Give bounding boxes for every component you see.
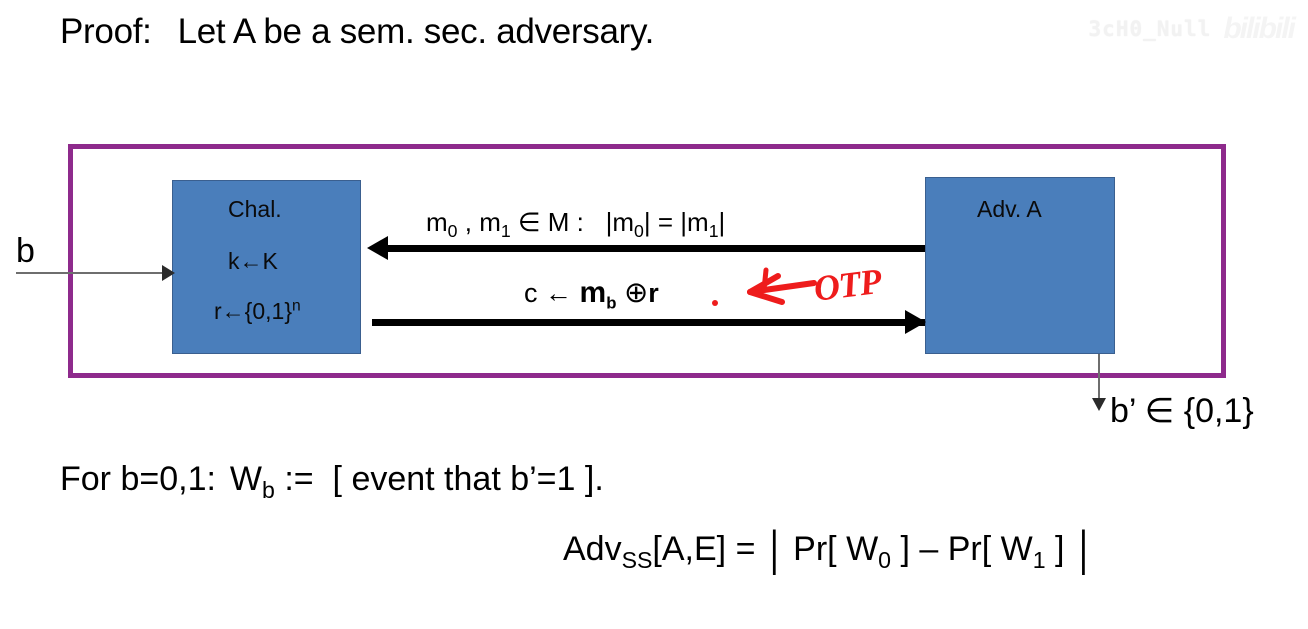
annotation-otp-text: OTP (811, 260, 883, 309)
watermark-username: 3cH0_Null (1088, 17, 1212, 41)
msg-m4: m (687, 207, 709, 237)
pr-w0-sub: 0 (878, 546, 892, 573)
event-w-symbol: W (229, 460, 263, 498)
msg-equals: = (657, 207, 674, 237)
title-prefix: Proof: (60, 12, 152, 51)
ciphertext-m: m (579, 276, 607, 309)
challenger-key-gen: k←K (228, 248, 278, 274)
pr-w0-close: ] (891, 530, 910, 568)
message-query-arrow (378, 245, 925, 252)
event-w-subscript: b (262, 476, 275, 503)
challenger-rand-gen: r←{0,1}n (214, 298, 301, 324)
abs-bar-open: | (769, 521, 779, 577)
message-response-arrow (372, 319, 925, 326)
pr-w1-open: Pr[ W (947, 530, 1033, 568)
minus-sign: – (919, 530, 939, 568)
experiment-frame (68, 144, 1226, 378)
message-response-arrowhead-icon (905, 310, 926, 334)
event-body: [ event that b’=1 ]. (332, 460, 604, 498)
msg-m3: m (612, 207, 635, 237)
ciphertext-m-sub-b: b (606, 293, 617, 313)
msg-m: m (426, 207, 448, 237)
pr-w1-close: ] (1045, 530, 1065, 568)
ciphertext-prefix: c ← (524, 278, 580, 308)
msg-m-sub1: 1 (500, 221, 511, 242)
msg-m-sub0b: 0 (634, 221, 644, 242)
challenger-title: Chal. (228, 196, 282, 222)
bilibili-logo-icon: bilibili (1223, 12, 1296, 45)
annotation-ink-dot (712, 300, 718, 306)
title-text: Let A be a sem. sec. adversary. (177, 12, 655, 51)
msg-comma: , (457, 207, 480, 237)
event-assign: := (284, 460, 314, 498)
message-query-label: m0 , m1 ∈ M : |m0| = |m1| (426, 207, 726, 242)
msg-m-sub1b: 1 (708, 221, 719, 242)
abs-bar-close: | (1078, 521, 1088, 577)
xor-icon: ⊕ (623, 277, 649, 309)
adversary-box (925, 177, 1115, 354)
output-bit-arrowhead-icon (1092, 398, 1106, 411)
message-response-label: c ← mb ⊕r (524, 276, 659, 312)
watermark: 3cH0_Null bilibili (1088, 12, 1296, 46)
adv-symbol: Adv (563, 530, 622, 568)
event-definition-line: For b=0,1: Wb := [ event that b’=1 ]. (60, 458, 604, 503)
ciphertext-r: r (648, 278, 659, 308)
advantage-formula: AdvSS[A,E] = | Pr[ W0 ] – Pr[ W1 ] | (563, 521, 1093, 576)
challenger-rand-gen-prefix: r←{0,1} (214, 298, 292, 324)
msg-in-m: ∈ M : (510, 207, 584, 237)
output-bit-arrow (1098, 354, 1100, 404)
adversary-title: Adv. A (977, 196, 1042, 222)
input-bit-label: b (16, 232, 35, 270)
input-bit-arrowhead-icon (162, 265, 175, 281)
pr-w0-open: Pr[ W (793, 530, 879, 568)
page-title: Proof: Let A be a sem. sec. adversary. (60, 10, 654, 54)
msg-m2: m (479, 207, 501, 237)
pr-w1-sub: 1 (1032, 546, 1046, 573)
event-prefix: For b=0,1: (60, 460, 216, 498)
challenger-rand-gen-exponent: n (292, 297, 301, 315)
msg-m-sub0: 0 (447, 221, 458, 242)
message-query-arrowhead-icon (367, 236, 388, 260)
adv-args: [A,E] = (652, 530, 756, 568)
output-bit-label: b’ ∈ {0,1} (1110, 392, 1254, 430)
challenger-box (172, 180, 361, 354)
adv-subscript: SS (621, 546, 653, 573)
input-bit-arrow (16, 272, 172, 274)
